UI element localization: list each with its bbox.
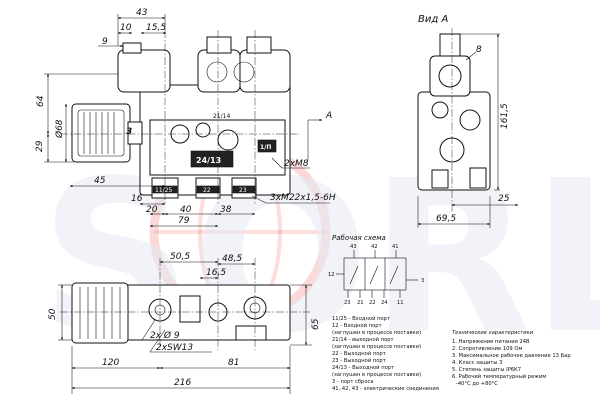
legend-line: 22 - Выходной порт <box>332 350 386 357</box>
dim-216: 216 <box>174 378 191 388</box>
legend-line: 21/14 - выходной порт <box>332 336 394 343</box>
side-plug <box>439 33 461 57</box>
dim-25: 25 <box>498 194 510 204</box>
dim-38: 38 <box>220 205 232 215</box>
port-label-22: 22 <box>203 187 211 194</box>
bottom-boss <box>179 295 201 323</box>
side-port <box>431 101 449 119</box>
side-view: Вид А 8 161,5 25 69,5 <box>417 14 519 228</box>
dim-50-5: 50,5 <box>170 252 190 262</box>
dim-120: 120 <box>102 358 119 368</box>
legend-line: 41, 42, 43 - электрические соединения <box>332 386 439 392</box>
spec-item: 5. Степень защиты IP6К7 <box>452 367 521 373</box>
silencer-body <box>71 103 131 163</box>
schematic-top-port-0: 43 <box>350 244 357 250</box>
spec-item: 4. Класс защиты 3 <box>452 360 502 366</box>
port-label-21-14: 21/14 <box>213 113 230 120</box>
dim-10: 10 <box>120 23 132 33</box>
connector-middle <box>206 36 232 54</box>
legend-line: 11/25 - Входной порт <box>332 315 390 322</box>
dim-81: 81 <box>228 358 239 368</box>
connector-left <box>122 42 142 54</box>
dim-16-5: 16,5 <box>206 268 226 278</box>
callout-holes: 2х Ø 9 <box>150 330 180 341</box>
legend-line: 23 - Выходной порт <box>332 357 386 364</box>
legend-line: (заглушен в процессе поставки) <box>332 344 421 350</box>
schematic-top-port-1: 42 <box>371 244 378 250</box>
dim-64: 64 <box>36 95 46 107</box>
dim-48-5: 48,5 <box>222 254 242 264</box>
schematic-bottom-port-0: 23 <box>344 300 351 306</box>
port-24-13-plate <box>190 150 234 168</box>
legend-line: 3 - порт сброса <box>332 379 374 385</box>
schematic-bottom-port-4: 11 <box>397 300 404 306</box>
schematic-top-port-2: 41 <box>392 244 399 250</box>
port-1p-plate <box>257 139 277 153</box>
side-fitting <box>469 167 487 189</box>
view-a-port-8: 8 <box>476 45 482 55</box>
connector-ring <box>206 61 228 83</box>
dim-45: 45 <box>94 176 106 186</box>
spec-item: -40°С до +80°С <box>456 381 498 387</box>
schematic-title: Рабочая схема <box>332 234 386 242</box>
legend-line: 12 - Входной порт <box>332 322 382 329</box>
port-circle <box>217 129 239 151</box>
port-label-1p: 1/П <box>260 144 271 151</box>
spec-item: 1. Напряжение питания 24В <box>452 339 530 345</box>
port-label-11-25: 11/25 <box>155 187 172 194</box>
callout-sw: 2хSW13 <box>156 343 193 353</box>
spec-item: 3. Максимальное рабочее давление 13 Бар <box>452 353 571 359</box>
schematic-bottom-port-3: 24 <box>381 300 388 306</box>
port-label-24-13: 24/13 <box>196 156 221 165</box>
spec-item: 2. Сопротивление 109 Ом <box>452 346 522 352</box>
dim-79: 79 <box>178 216 190 226</box>
solenoid-left <box>117 49 171 93</box>
bottom-silencer <box>71 282 129 344</box>
dim-40: 40 <box>180 205 192 215</box>
dim-d68: Ø68 <box>54 119 65 139</box>
bottom-view: 50,5 48,5 16,5 50 65 2х Ø 9 2хSW13 120 8… <box>48 252 321 394</box>
schematic-left-port: 12 <box>328 272 335 278</box>
side-fitting <box>431 169 449 189</box>
dim-43: 43 <box>136 8 148 18</box>
port-legend: 11/25 - Входной порт 12 - Входной порт (… <box>332 315 439 392</box>
technical-specs: Технические характеристики 1. Напряжение… <box>452 330 571 387</box>
solenoid-right <box>239 49 291 93</box>
port-label-23: 23 <box>239 187 247 194</box>
callout-a: А <box>325 111 332 121</box>
schematic-bottom-port-2: 22 <box>369 300 376 306</box>
silencer-neck <box>127 121 143 145</box>
port-circle <box>195 122 211 138</box>
dim-9: 9 <box>102 37 108 47</box>
dim-29: 29 <box>35 140 45 152</box>
connector-ring <box>233 61 255 83</box>
connector-right <box>246 36 272 54</box>
dim-50: 50 <box>48 308 58 320</box>
side-connector <box>438 64 462 88</box>
view-a-title: Вид А <box>418 14 448 25</box>
bottom-boss <box>235 325 267 341</box>
dim-69-5: 69,5 <box>436 214 456 224</box>
dim-65: 65 <box>311 318 321 330</box>
front-view: 3 24/13 1/П 11/25 22 23 21/14 43 10 15,5… <box>35 8 336 228</box>
schematic-right-port: 3 <box>421 278 424 284</box>
solenoid-middle <box>197 49 241 93</box>
dim-16: 16 <box>131 194 143 204</box>
schematic-bottom-port-1: 21 <box>357 300 364 306</box>
port-label-3: 3 <box>126 127 132 137</box>
specs-title: Технические характеристики <box>452 330 534 336</box>
callout-m22: 3хМ22х1,5-6Н <box>270 193 336 203</box>
dim-15-5: 15,5 <box>146 23 166 33</box>
legend-line: (заглушен в процессе поставки) <box>332 330 421 336</box>
dim-20: 20 <box>146 205 158 215</box>
side-port <box>459 109 481 131</box>
legend-line: 24/13 - Выходной порт <box>332 364 394 371</box>
legend-line: (заглушен в процессе поставки) <box>332 372 421 378</box>
dim-161-5: 161,5 <box>500 103 510 129</box>
spec-item: 6. Рабочий температурный режим <box>452 373 546 380</box>
working-schematic: Рабочая схема 43 42 41 23 21 22 24 11 12… <box>328 234 424 306</box>
callout-m8: 2хМ8 <box>284 159 309 169</box>
